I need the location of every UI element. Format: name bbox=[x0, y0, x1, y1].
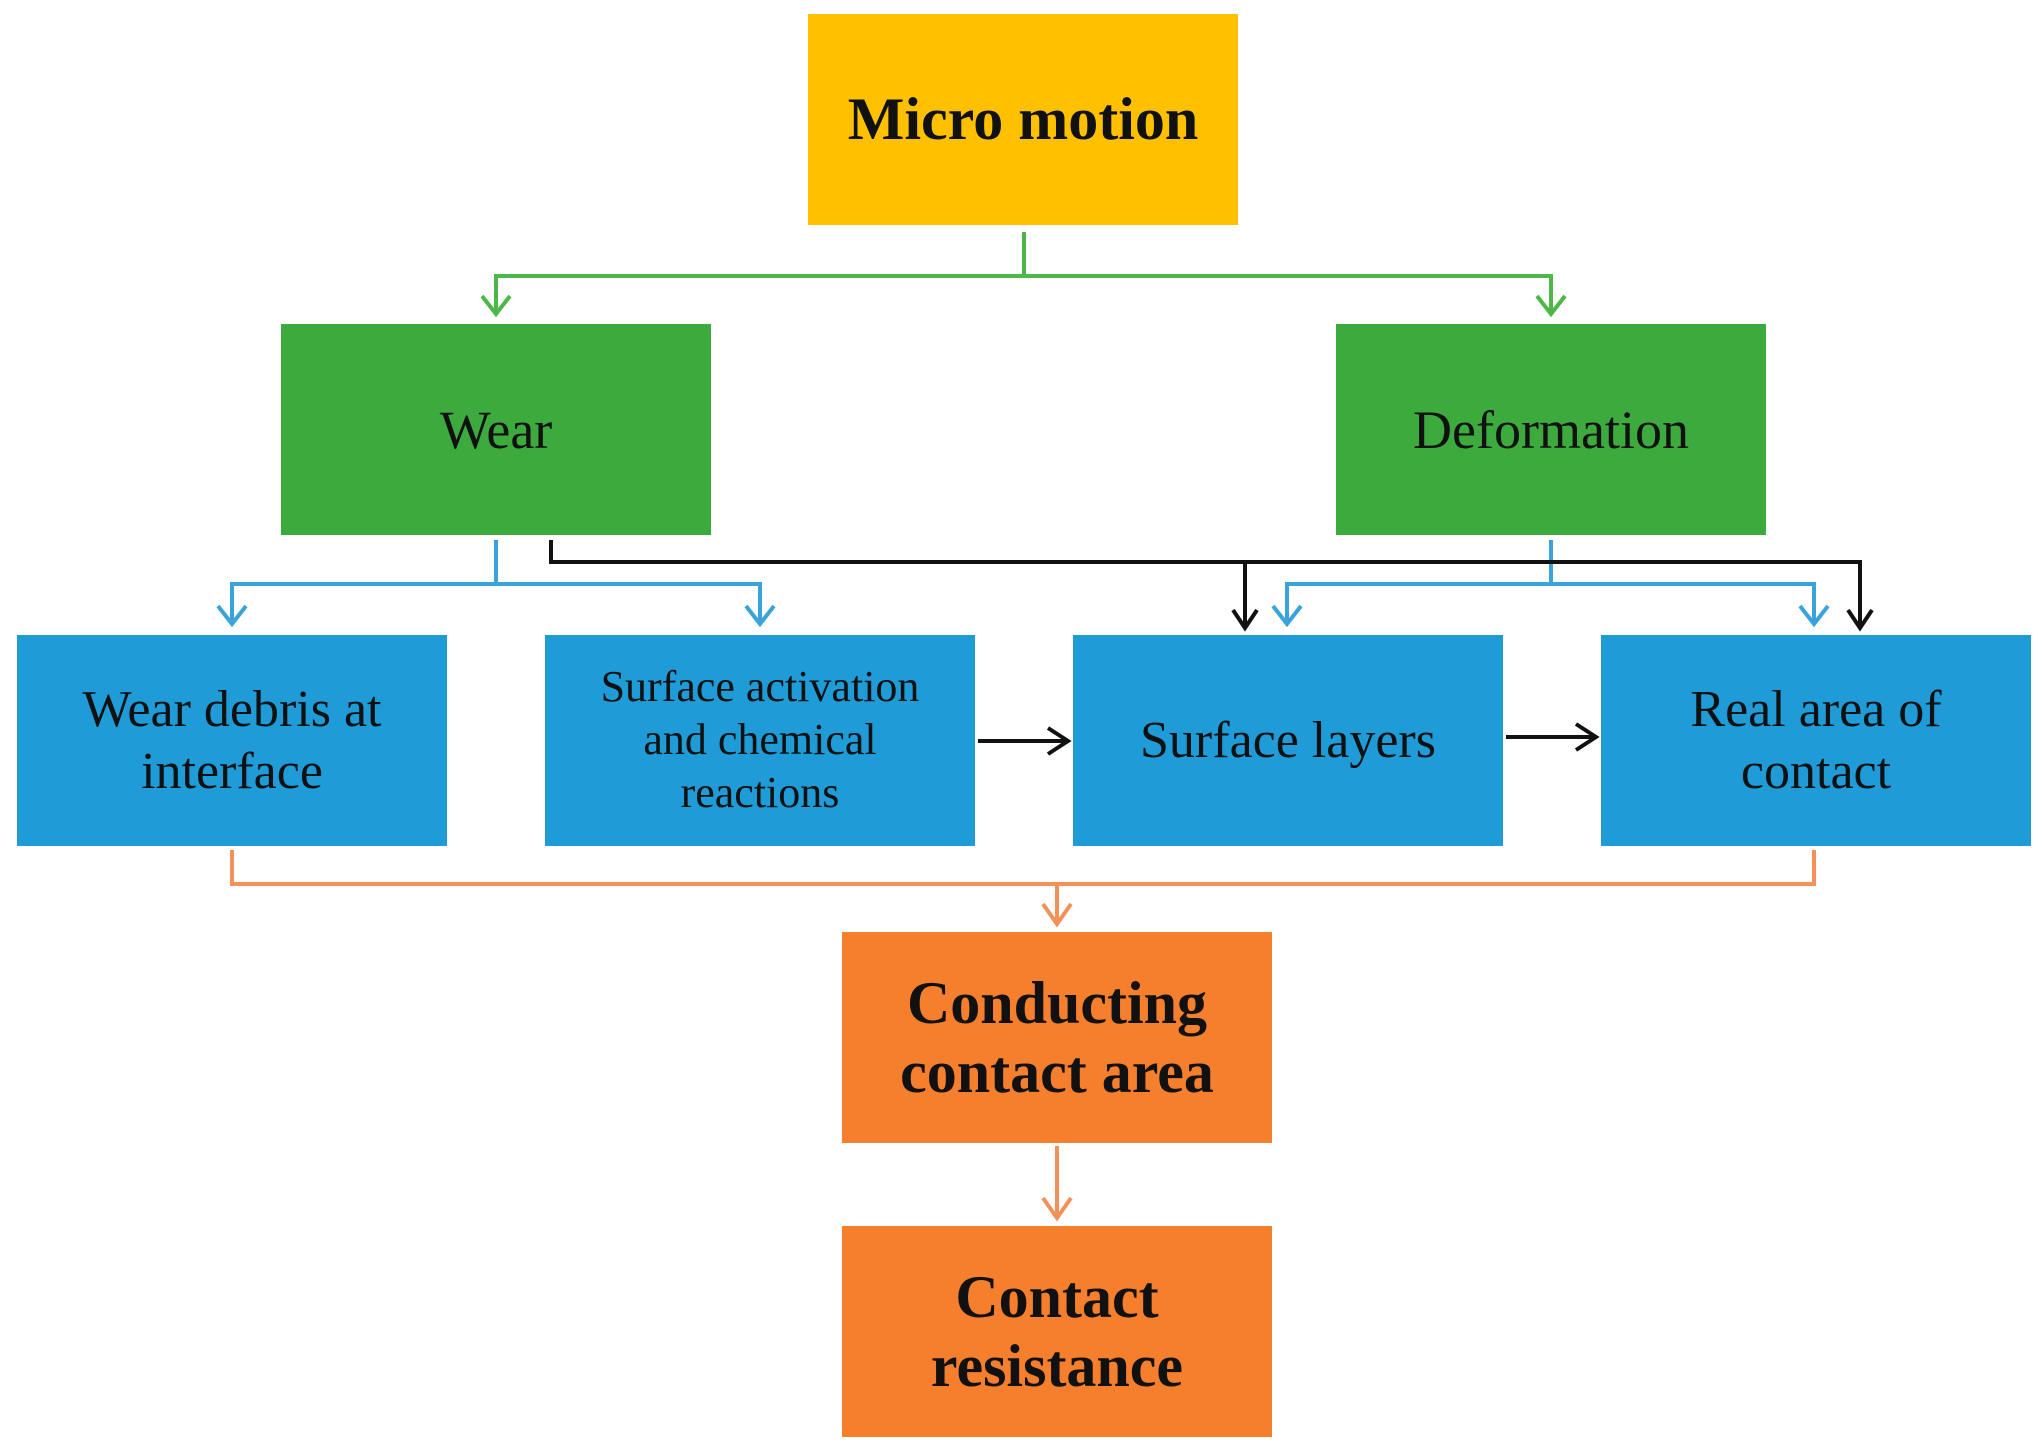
deformation-to-layers-line bbox=[1285, 582, 1551, 622]
arrowhead-deformation bbox=[1535, 294, 1567, 318]
deformation-box: Deformation bbox=[1336, 324, 1766, 535]
conducting-area-line: contact area bbox=[900, 1038, 1214, 1105]
wear-box: Wear bbox=[281, 324, 711, 535]
real-area-line: contact bbox=[1740, 742, 1892, 800]
real-area-line: Real area of bbox=[1690, 681, 1942, 739]
arrowhead-conducting bbox=[1041, 902, 1073, 928]
micro-motion-label: Micro motion bbox=[847, 86, 1199, 152]
wear-debris-line: interface bbox=[141, 742, 323, 800]
conducting-area-text: Conducting contact area bbox=[900, 969, 1214, 1107]
black-connectors bbox=[549, 540, 1874, 756]
contact-resistance-box: Contact resistance bbox=[842, 1226, 1272, 1437]
surface-activation-box: Surface activation and chemical reaction… bbox=[545, 635, 975, 846]
wear-debris-box: Wear debris at interface bbox=[17, 635, 447, 846]
arrowhead-layers-real bbox=[1574, 722, 1600, 752]
real-area-box: Real area of contact bbox=[1601, 635, 2031, 846]
arrowhead-activation-layers bbox=[1046, 726, 1072, 756]
wear-to-activation-line bbox=[496, 582, 762, 622]
surface-activation-text: Surface activation and chemical reaction… bbox=[601, 661, 920, 819]
arrowhead-debris bbox=[216, 604, 248, 628]
arrowhead-resistance bbox=[1041, 1196, 1073, 1222]
arrowhead-activation bbox=[744, 604, 776, 628]
surface-layers-box: Surface layers bbox=[1073, 635, 1503, 846]
surface-activation-line: reactions bbox=[680, 767, 840, 817]
conducting-area-box: Conducting contact area bbox=[842, 932, 1272, 1143]
contact-resistance-line: resistance bbox=[930, 1332, 1184, 1399]
wear-to-layers-real-line bbox=[549, 540, 1862, 626]
arrowhead-layers-blue bbox=[1271, 604, 1303, 628]
orange-connectors bbox=[230, 850, 1816, 1222]
debris-to-real-line bbox=[230, 850, 1816, 886]
wear-debris-text: Wear debris at interface bbox=[83, 679, 382, 802]
conducting-area-line: Conducting bbox=[906, 969, 1208, 1036]
wear-debris-line: Wear debris at bbox=[82, 681, 382, 739]
contact-resistance-line: Contact bbox=[955, 1263, 1159, 1330]
deformation-to-real-line bbox=[1551, 582, 1816, 622]
surface-layers-label: Surface layers bbox=[1140, 712, 1436, 769]
deformation-label: Deformation bbox=[1413, 399, 1689, 460]
arrowhead-real-blue bbox=[1798, 604, 1830, 628]
surface-activation-line: Surface activation bbox=[600, 662, 920, 712]
green-connectors bbox=[480, 232, 1567, 318]
arrowhead-layers-black bbox=[1231, 608, 1259, 632]
branch-to-wear-line bbox=[494, 274, 1024, 312]
surface-activation-line: and chemical bbox=[643, 715, 877, 765]
real-area-text: Real area of contact bbox=[1690, 679, 1941, 802]
arrowhead-wear bbox=[480, 294, 512, 318]
wear-to-debris-line bbox=[230, 582, 496, 622]
micro-motion-box: Micro motion bbox=[808, 14, 1238, 225]
branch-to-deformation-line bbox=[1024, 274, 1553, 312]
contact-resistance-text: Contact resistance bbox=[931, 1263, 1183, 1401]
arrowhead-real-black bbox=[1846, 608, 1874, 632]
wear-label: Wear bbox=[439, 399, 553, 460]
blue-connectors bbox=[216, 540, 1830, 628]
